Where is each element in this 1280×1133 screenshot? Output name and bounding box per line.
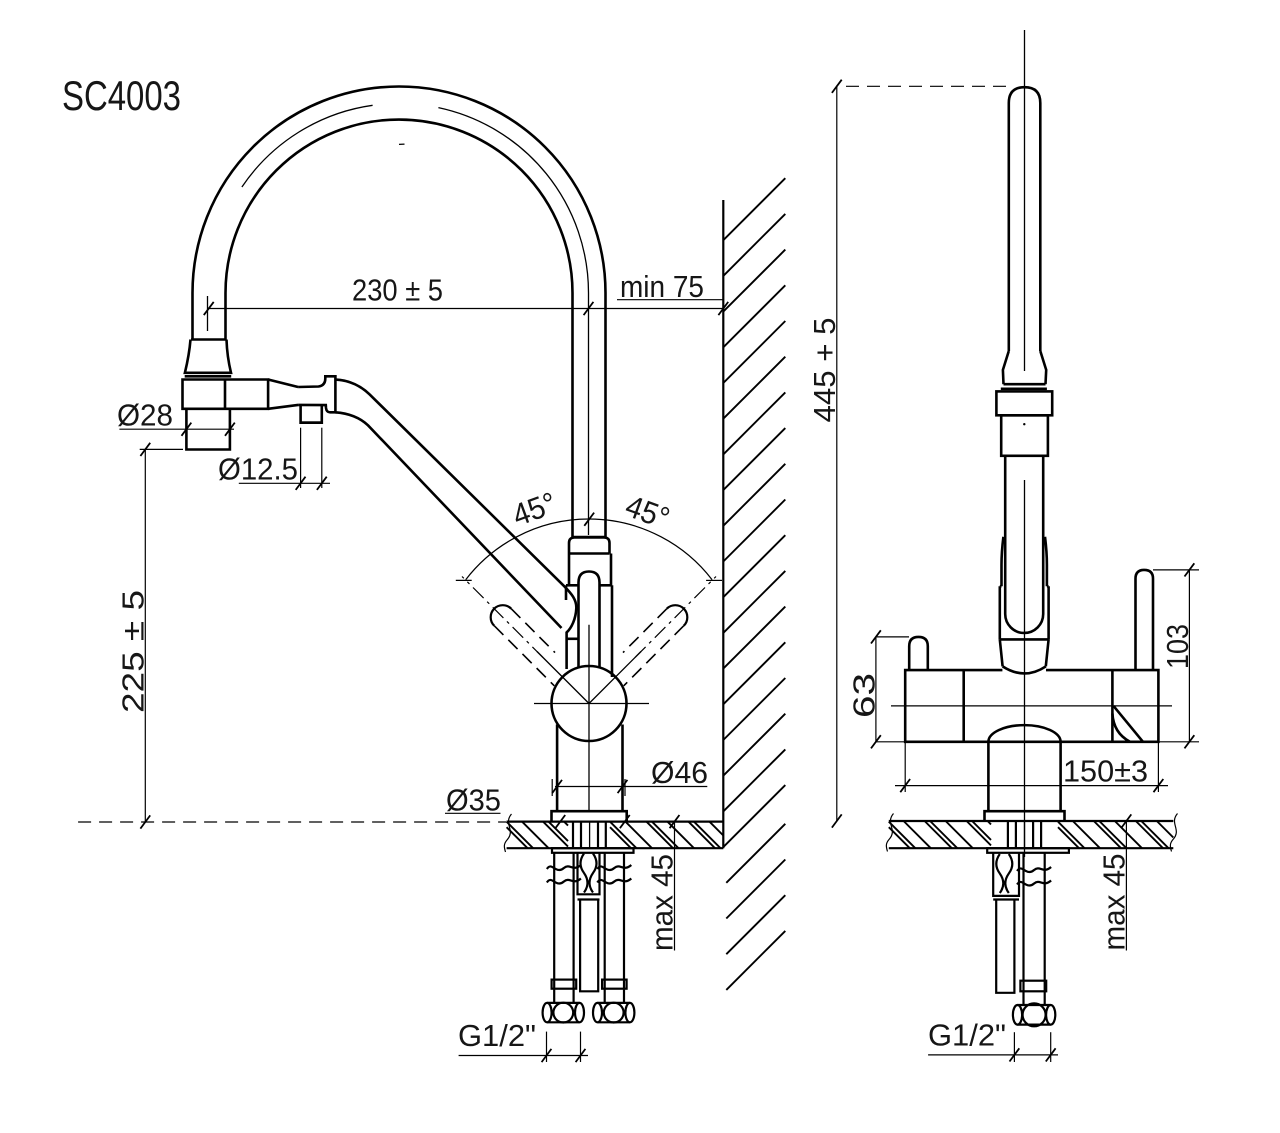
svg-text:103: 103 [1160,624,1195,669]
svg-text:Ø28: Ø28 [117,398,173,433]
svg-text:Ø35: Ø35 [446,783,501,818]
svg-text:225 ± 5: 225 ± 5 [116,590,151,713]
svg-text:G1/2": G1/2" [928,1018,1006,1053]
svg-text:445 + 5: 445 + 5 [807,318,842,423]
svg-text:max 45: max 45 [645,854,680,951]
svg-text:min 75: min 75 [620,269,704,304]
svg-text:max 45: max 45 [1097,854,1132,951]
svg-text:Ø12.5: Ø12.5 [218,452,298,487]
svg-text:230 ± 5: 230 ± 5 [352,273,443,308]
svg-text:SC4003: SC4003 [62,72,181,119]
svg-text:G1/2": G1/2" [458,1018,536,1053]
svg-text:63: 63 [847,673,882,718]
svg-text:150±3: 150±3 [1063,754,1148,789]
svg-text:Ø46: Ø46 [651,755,708,790]
